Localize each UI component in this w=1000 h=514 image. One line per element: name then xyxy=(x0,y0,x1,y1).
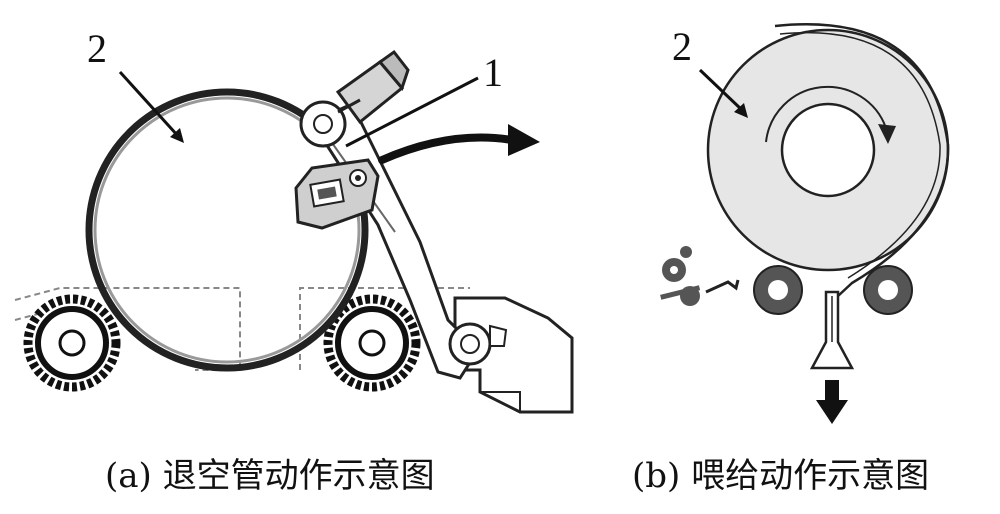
label-1: 1 xyxy=(483,50,503,95)
arm-housing xyxy=(453,296,574,414)
arm-handle xyxy=(299,49,410,148)
label-2-b: 2 xyxy=(672,24,692,69)
right-wheel xyxy=(323,294,421,392)
down-arrow xyxy=(816,380,848,424)
guide-strip xyxy=(774,23,950,297)
leader-line-1 xyxy=(345,76,479,148)
guide-strip-inner xyxy=(779,31,941,279)
label-2-a: 2 xyxy=(87,26,107,71)
panel-b: 2 xyxy=(660,23,950,424)
leader-line-2b xyxy=(698,68,744,112)
feed-roller-right xyxy=(863,265,913,315)
motion-arrow xyxy=(378,124,540,164)
leader-arrowhead-2b xyxy=(734,103,748,118)
empty-tube-ring xyxy=(85,88,369,372)
suction-nozzle xyxy=(809,290,855,370)
feed-roller-left xyxy=(753,265,803,315)
feed-roller-small xyxy=(660,246,740,306)
leader-line-2a xyxy=(118,70,180,138)
caption-b: (b) 喂给动作示意图 xyxy=(632,456,930,496)
panel-a: 1 2 xyxy=(14,26,574,414)
sensor-box xyxy=(294,158,380,230)
yarn-package xyxy=(706,28,950,272)
caption-a: (a) 退空管动作示意图 xyxy=(105,456,435,496)
left-wheel xyxy=(23,294,121,392)
leader-arrowhead-2a xyxy=(170,128,184,143)
